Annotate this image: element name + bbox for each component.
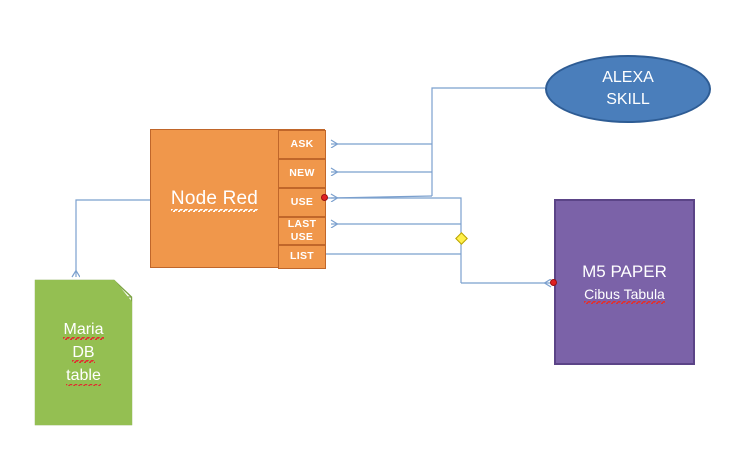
- maria-db-line1-text: Maria: [63, 320, 104, 340]
- maria-db-line2-text: DB: [72, 343, 95, 363]
- node-red-port-use-label: USE: [290, 195, 314, 208]
- wire-alexa-trunk: [431, 87, 545, 196]
- node-red-label-text: Node Red: [170, 187, 259, 212]
- node-red-port-list[interactable]: LIST: [278, 245, 326, 269]
- alexa-skill-node[interactable]: ALEXA SKILL: [545, 55, 711, 123]
- node-red-port-new[interactable]: NEW: [278, 159, 326, 188]
- node-red-port-last-use[interactable]: LAST USE: [278, 217, 326, 245]
- node-red-port-column: ASK NEW USE LAST USE LIST: [278, 130, 326, 269]
- maria-db-line3: table: [66, 364, 101, 387]
- node-red-port-last-use-line2: USE: [290, 231, 314, 243]
- m5-paper-title: M5 PAPER: [582, 261, 667, 281]
- node-red-port-use[interactable]: USE: [278, 188, 326, 217]
- alexa-skill-line2: SKILL: [606, 91, 650, 108]
- maria-db-line3-text: table: [66, 367, 101, 387]
- node-red-block[interactable]: Node Red ASK NEW USE LAST USE LIST: [150, 129, 326, 269]
- alexa-skill-line1: ALEXA: [602, 69, 654, 87]
- node-red-port-new-label: NEW: [289, 166, 315, 179]
- connection-point-use-dot[interactable]: [321, 194, 328, 201]
- node-red-port-last-use-line1: LAST: [287, 217, 317, 230]
- m5-paper-subtitle: Cibus Tabula: [584, 285, 665, 304]
- connection-point-m5-dot[interactable]: [550, 279, 557, 286]
- node-red-port-list-label: LIST: [290, 250, 314, 263]
- maria-db-node[interactable]: Maria DB table: [35, 280, 132, 425]
- m5-paper-subtitle-text: Cibus Tabula: [584, 285, 665, 304]
- wire-alexa-to-use: [331, 196, 433, 198]
- wire-right-trunk-top: [325, 197, 462, 283]
- connector-adjust-handle[interactable]: [455, 232, 468, 245]
- maria-db-line2: DB: [72, 341, 95, 364]
- node-red-label: Node Red: [151, 130, 278, 269]
- node-red-port-ask[interactable]: ASK: [278, 130, 326, 159]
- wire-node-red-to-maria: [76, 199, 150, 277]
- maria-db-line1: Maria: [63, 318, 104, 341]
- m5-paper-node[interactable]: M5 PAPER Cibus Tabula: [554, 199, 695, 365]
- node-red-port-ask-label: ASK: [290, 137, 314, 150]
